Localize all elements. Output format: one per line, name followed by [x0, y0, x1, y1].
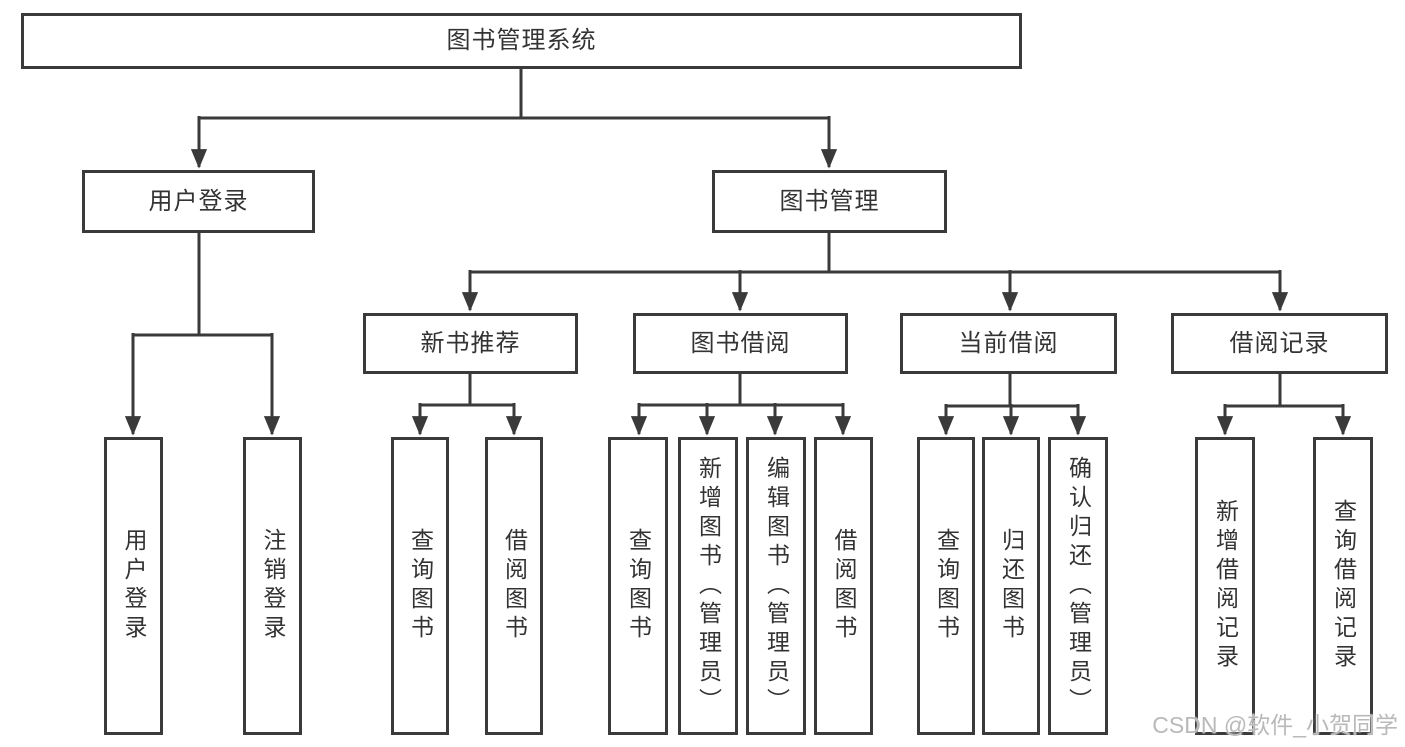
leaf-borrow-books-recommend: 借阅图书 [485, 437, 543, 735]
node-library-system: 图书管理系统 [21, 13, 1022, 69]
csdn-watermark: CSDN @软件_小贺同学 [1152, 712, 1398, 738]
leaf-user-login-label: 用户登录 [121, 528, 147, 644]
node-book-borrowing: 图书借阅 [633, 313, 848, 374]
leaf-query-borrow-record: 查询借阅记录 [1313, 437, 1373, 735]
connector-borrowing-records [1216, 374, 1352, 436]
leaf-query-books-current-label: 查询图书 [933, 528, 960, 644]
leaf-add-borrow-record-label: 新增借阅记录 [1212, 499, 1239, 673]
leaf-query-books-recommend: 查询图书 [391, 437, 449, 735]
leaf-logout-login: 注销登录 [243, 437, 302, 735]
connector-root [190, 69, 838, 169]
leaf-add-borrow-record: 新增借阅记录 [1195, 437, 1255, 735]
leaf-logout-login-label: 注销登录 [260, 528, 286, 644]
connector-current-borrowing [937, 374, 1087, 436]
leaf-query-books-recommend-label: 查询图书 [407, 528, 434, 644]
connector-new-book-recommendation [411, 374, 523, 436]
leaf-borrow-books-borrowing-label: 借阅图书 [831, 528, 857, 644]
node-book-management: 图书管理 [712, 170, 947, 233]
leaf-borrow-books-borrowing: 借阅图书 [814, 437, 873, 735]
leaf-add-books-admin-label: 新增图书（管理员） [695, 455, 722, 717]
node-new-book-recommendation: 新书推荐 [363, 313, 578, 374]
node-user-login: 用户登录 [82, 170, 315, 233]
leaf-confirm-return-admin-label: 确认归还（管理员） [1065, 455, 1092, 717]
leaf-confirm-return-admin: 确认归还（管理员） [1048, 437, 1108, 735]
leaf-return-books-label: 归还图书 [998, 528, 1025, 644]
leaf-edit-books-admin-label: 编辑图书（管理员） [763, 455, 790, 717]
leaf-edit-books-admin: 编辑图书（管理员） [746, 437, 806, 735]
leaf-query-books-current: 查询图书 [917, 437, 975, 735]
node-current-borrowing: 当前借阅 [900, 313, 1117, 374]
leaf-query-books-borrowing: 查询图书 [608, 437, 668, 735]
connector-book-management [461, 233, 1289, 312]
leaf-query-borrow-record-label: 查询借阅记录 [1330, 499, 1357, 673]
leaf-return-books: 归还图书 [982, 437, 1040, 735]
leaf-borrow-books-recommend-label: 借阅图书 [501, 528, 528, 644]
node-borrowing-records: 借阅记录 [1171, 313, 1388, 374]
connector-user-login [124, 233, 281, 436]
leaf-user-login: 用户登录 [104, 437, 163, 735]
connector-book-borrowing [630, 374, 852, 436]
leaf-query-books-borrowing-label: 查询图书 [625, 528, 652, 644]
leaf-add-books-admin: 新增图书（管理员） [678, 437, 738, 735]
